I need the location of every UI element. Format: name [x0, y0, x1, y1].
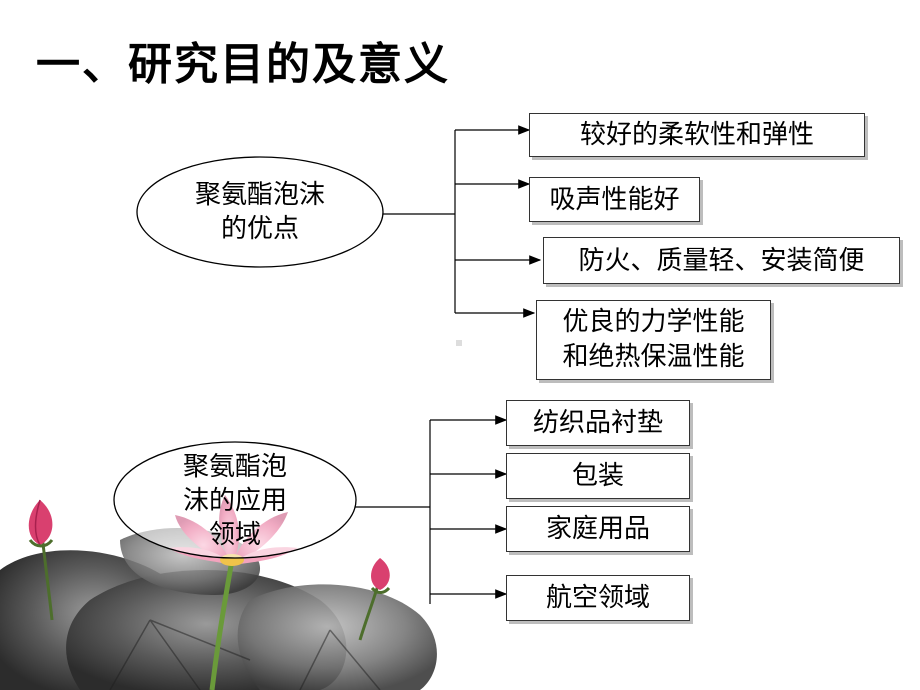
lotus-stem [209, 559, 235, 690]
applications-center-label: 聚氨酯泡 沫的应用 领域 [182, 452, 287, 550]
lotus-stem [358, 584, 380, 641]
application-box: 航空领域 [506, 575, 690, 621]
advantage-box: 较好的柔软性和弹性 [529, 113, 865, 157]
lotus-leaf [237, 584, 437, 690]
lotus-bud [370, 558, 391, 594]
advantages-center-label: 聚氨酯泡沫 的优点 [194, 180, 325, 244]
advantages-ellipse [136, 156, 384, 268]
advantage-box: 防火、质量轻、安装简便 [543, 237, 900, 284]
lotus-bud [28, 499, 54, 548]
slide-title: 一、研究目的及意义 [36, 39, 450, 90]
application-box: 家庭用品 [506, 506, 690, 552]
applications-ellipse [113, 441, 357, 559]
application-box: 包装 [506, 453, 690, 499]
stray-dot [456, 340, 462, 346]
advantage-box: 优良的力学性能 和绝热保温性能 [536, 300, 771, 380]
advantage-box: 吸声性能好 [529, 177, 700, 222]
application-box: 纺织品衬垫 [506, 400, 690, 446]
